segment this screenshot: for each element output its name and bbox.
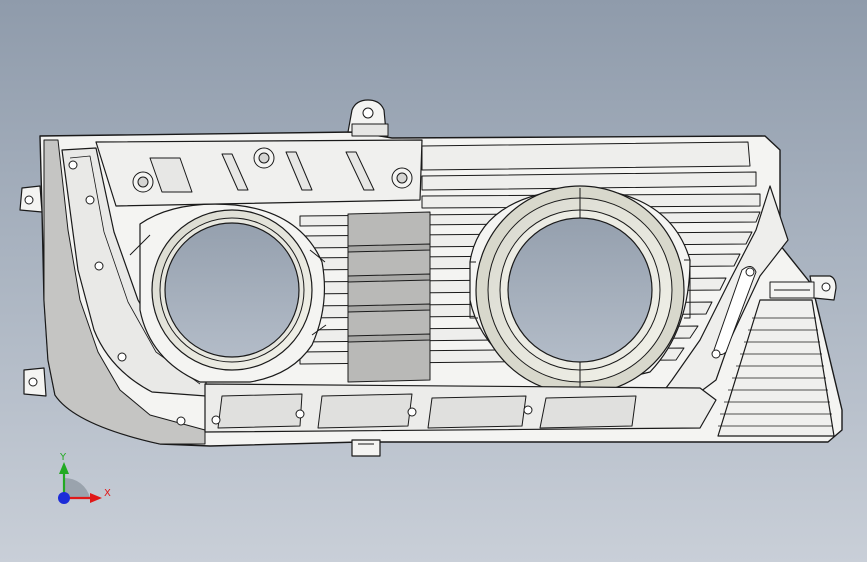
mounting-tab-top xyxy=(347,99,389,137)
mounting-tab-right xyxy=(809,275,837,301)
coordinate-triad: X Y xyxy=(58,452,111,504)
right-clip xyxy=(769,281,815,299)
triad-origin xyxy=(58,492,70,504)
bottom-rail-pockets xyxy=(217,393,637,429)
screw-bosses-top xyxy=(132,147,413,193)
light-guide-screws xyxy=(68,160,186,426)
mounting-tab-left-bottom xyxy=(23,367,47,397)
triad-x-label: X xyxy=(104,488,111,499)
center-shaded-panel xyxy=(347,211,431,383)
left-flange xyxy=(43,139,206,445)
left-lens-housing xyxy=(129,203,327,383)
louver-slots xyxy=(149,151,375,193)
left-lens-opening xyxy=(164,222,300,358)
triad-rotation-arc xyxy=(64,477,90,498)
triad-y-label: Y xyxy=(59,452,67,463)
fog-lamp-bezel-model[interactable] xyxy=(19,99,843,457)
mounting-tab-left-top xyxy=(19,185,43,213)
right-lens-housing xyxy=(469,185,691,395)
mounting-tab-bottom xyxy=(351,439,381,457)
right-lens-opening xyxy=(507,217,653,363)
